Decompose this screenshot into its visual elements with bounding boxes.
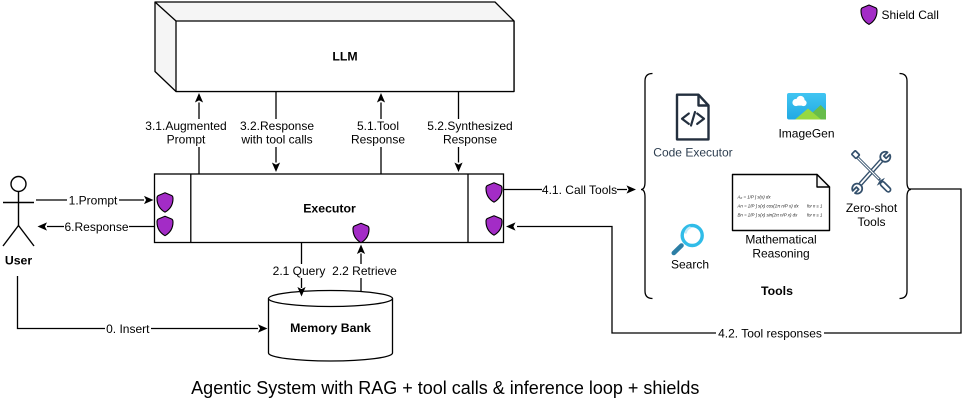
svg-text:A₀ = 1/P ∫ s(x) dx: A₀ = 1/P ∫ s(x) dx <box>737 195 772 200</box>
svg-text:Tools: Tools <box>761 284 793 298</box>
svg-text:Agentic System with RAG + tool: Agentic System with RAG + tool calls & i… <box>191 378 699 398</box>
svg-text:Bn = 2/P ∫ s(x) sin(2π n/P x): Bn = 2/P ∫ s(x) sin(2π n/P x) dx <box>738 213 799 218</box>
svg-text:1.Prompt: 1.Prompt <box>69 194 118 208</box>
svg-text:Executor: Executor <box>303 202 356 216</box>
svg-text:Memory Bank: Memory Bank <box>290 321 371 335</box>
svg-text:Code Executor: Code Executor <box>653 146 732 160</box>
svg-text:5.2.Synthesized: 5.2.Synthesized <box>427 119 512 133</box>
svg-text:Prompt: Prompt <box>167 133 206 147</box>
svg-text:Search: Search <box>671 258 709 272</box>
svg-text:0. Insert: 0. Insert <box>106 322 150 336</box>
svg-text:for n ≥ 1: for n ≥ 1 <box>807 213 822 218</box>
svg-text:Response: Response <box>443 133 497 147</box>
svg-text:3.1.Augmented: 3.1.Augmented <box>145 119 226 133</box>
svg-text:2.1 Query: 2.1 Query <box>273 264 326 278</box>
svg-text:Reasoning: Reasoning <box>752 247 809 261</box>
svg-text:with tool calls: with tool calls <box>240 133 312 147</box>
svg-text:Mathematical: Mathematical <box>745 233 816 247</box>
svg-text:Zero-shot: Zero-shot <box>846 201 898 215</box>
svg-text:6.Response: 6.Response <box>64 220 128 234</box>
svg-text:An = 2/P ∫ s(x) cos(2π n/P x): An = 2/P ∫ s(x) cos(2π n/P x) dx <box>737 204 800 209</box>
svg-text:Tools: Tools <box>857 215 885 229</box>
svg-text:Shield Call: Shield Call <box>882 8 939 22</box>
svg-text:4.1. Call Tools: 4.1. Call Tools <box>542 183 617 197</box>
svg-text:for n ≥ 1: for n ≥ 1 <box>807 204 822 209</box>
svg-text:3.2.Response: 3.2.Response <box>240 119 314 133</box>
svg-text:5.1.Tool: 5.1.Tool <box>357 119 399 133</box>
svg-text:ImageGen: ImageGen <box>778 127 834 141</box>
svg-text:2.2 Retrieve: 2.2 Retrieve <box>332 264 397 278</box>
svg-text:User: User <box>5 254 33 268</box>
svg-text:4.2. Tool responses: 4.2. Tool responses <box>718 327 822 341</box>
svg-text:LLM: LLM <box>332 50 357 64</box>
svg-text:Response: Response <box>351 133 405 147</box>
